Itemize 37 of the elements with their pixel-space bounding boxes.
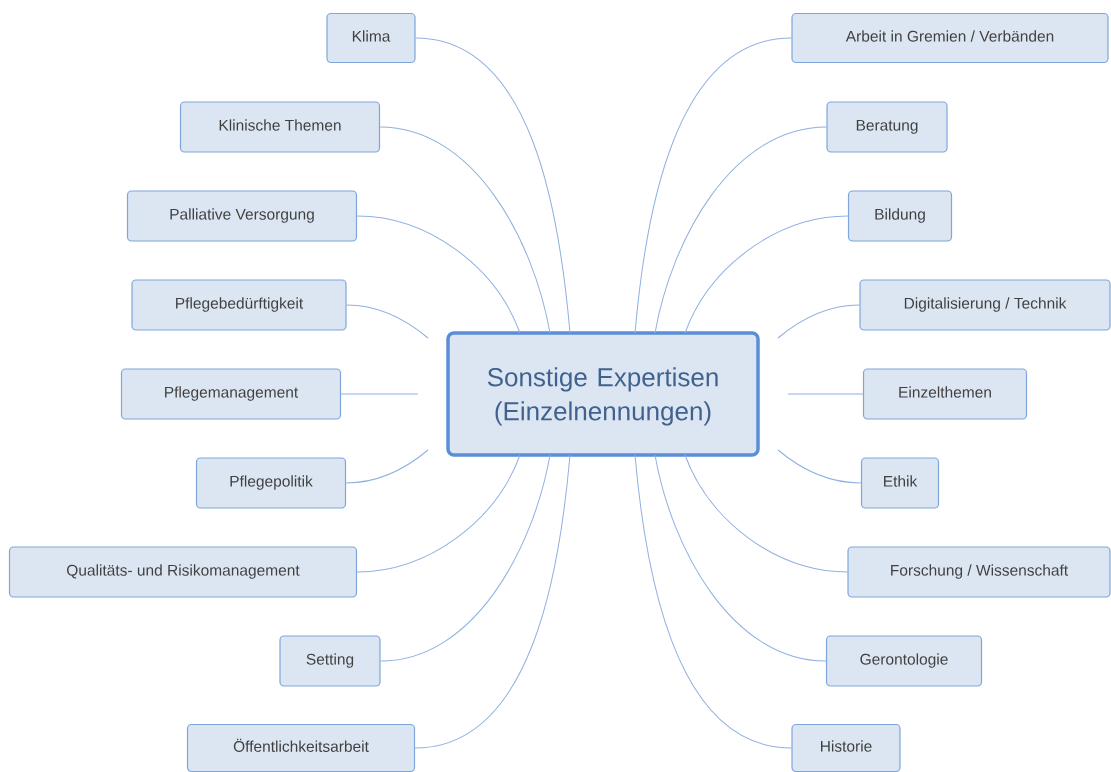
connector: [654, 126, 827, 334]
topic-box: Forschung / Wissenschaft: [847, 546, 1111, 598]
connector: [415, 37, 571, 334]
connector: [787, 393, 864, 395]
connector: [777, 304, 860, 339]
central-topic-box: Sonstige Expertisen (Einzelnennungen): [446, 331, 760, 457]
topic-box: Pflegebedürftigkeit: [131, 279, 347, 331]
connector: [654, 454, 827, 662]
topic-box: Beratung: [826, 101, 948, 153]
topic-box: Arbeit in Gremien / Verbänden: [791, 12, 1109, 64]
topic-box: Historie: [791, 723, 901, 772]
connector: [414, 454, 571, 749]
topic-box: Klinische Themen: [179, 101, 381, 153]
connector: [380, 454, 551, 662]
connector: [345, 449, 429, 484]
topic-box: Pflegemanagement: [120, 368, 342, 420]
topic-box: Einzelthemen: [862, 368, 1028, 420]
connector: [684, 454, 848, 573]
topic-box: Klima: [326, 12, 416, 64]
connector: [346, 304, 429, 339]
topic-box: Setting: [279, 635, 381, 687]
connector: [340, 393, 419, 395]
connector: [356, 215, 521, 334]
topic-box: Öffentlichkeitsarbeit: [186, 723, 416, 772]
topic-box: Pflegepolitik: [195, 457, 347, 509]
connector: [777, 449, 862, 484]
topic-box: Gerontologie: [825, 635, 983, 687]
connector: [634, 454, 792, 749]
topic-box: Palliative Versorgung: [126, 190, 358, 242]
connector: [684, 215, 849, 334]
connector: [356, 454, 521, 573]
topic-box: Digitalisierung / Technik: [859, 279, 1111, 331]
connector: [634, 37, 792, 334]
topic-box: Ethik: [860, 457, 940, 509]
topic-box: Bildung: [847, 190, 953, 242]
topic-box: Qualitäts- und Risikomanagement: [8, 546, 358, 598]
connector: [379, 126, 551, 334]
